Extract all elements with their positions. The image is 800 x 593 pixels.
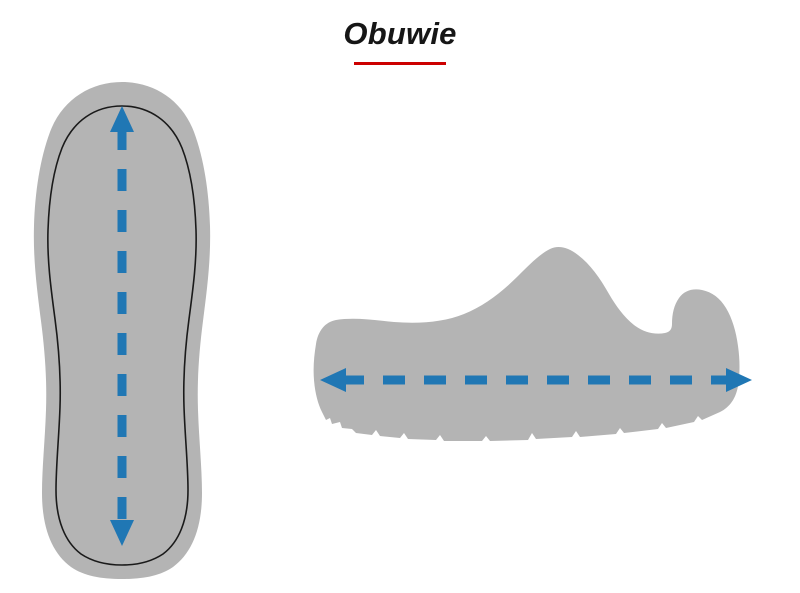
dimension-arrowhead-right <box>726 368 752 392</box>
length-dimension-arrow <box>110 106 134 546</box>
dimension-arrowhead-bottom <box>110 520 134 546</box>
insole-top-view-figure <box>18 76 238 582</box>
shoe-side-view-figure <box>296 228 776 468</box>
length-dimension-arrow <box>320 368 752 392</box>
title-block: Obuwie <box>0 16 800 65</box>
title-underline-rule <box>354 62 446 65</box>
insole-gray-body <box>33 82 211 579</box>
dimension-arrowhead-left <box>320 368 346 392</box>
insole-inner-outline <box>47 105 197 566</box>
dimension-arrowhead-top <box>110 106 134 132</box>
page-title: Obuwie <box>343 16 457 51</box>
shoe-gray-silhouette <box>313 247 740 441</box>
